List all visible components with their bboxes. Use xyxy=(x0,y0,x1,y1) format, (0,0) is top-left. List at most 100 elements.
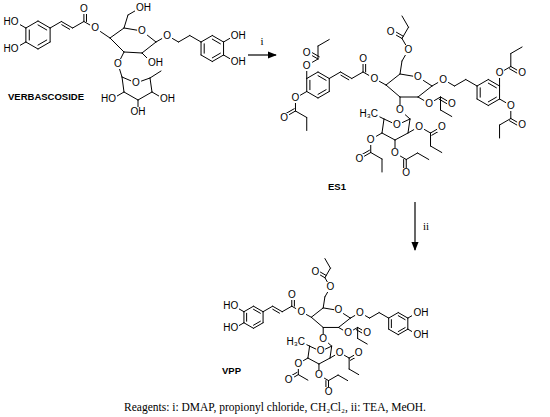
atom-label: O xyxy=(392,120,402,130)
chemical-bond xyxy=(341,72,352,79)
reagent-step-label: i xyxy=(259,36,264,47)
atom-label: HO xyxy=(222,323,239,333)
atom-label: O xyxy=(90,23,100,33)
chemical-bond xyxy=(398,329,408,335)
chemical-bond xyxy=(440,97,441,110)
chemical-bond xyxy=(307,72,318,79)
chemical-bond xyxy=(488,80,499,87)
chemical-bond xyxy=(488,83,496,88)
atom-label: O xyxy=(414,122,424,132)
chemical-bond xyxy=(25,28,26,42)
atom-label: OH xyxy=(159,94,176,104)
chemical-bond xyxy=(418,153,429,160)
atom-label: OH xyxy=(412,330,429,340)
chemical-bond xyxy=(371,153,382,160)
atom-label: O xyxy=(291,93,301,103)
chemical-bond xyxy=(379,313,389,319)
chemical-bond xyxy=(29,30,30,40)
chemical-bond xyxy=(325,268,331,278)
atom-label: H₃C xyxy=(286,337,307,347)
chemical-bond xyxy=(325,259,331,269)
chemical-bond xyxy=(50,28,51,42)
reagent-step-label: ii xyxy=(422,221,430,232)
chemical-bond xyxy=(73,22,84,29)
chemical-bond xyxy=(318,90,326,95)
chemical-bond xyxy=(38,25,47,30)
chemical-bond xyxy=(395,133,408,140)
chemical-bond xyxy=(318,72,329,79)
atom-label: O xyxy=(369,74,379,84)
atom-label: OH xyxy=(135,3,152,13)
chemical-bond xyxy=(477,99,488,106)
chemical-bond xyxy=(407,318,408,329)
atom-label: O xyxy=(296,307,306,317)
chemical-bond xyxy=(124,52,142,53)
chemical-bond xyxy=(341,75,349,80)
chemical-bond xyxy=(357,327,358,338)
chemical-bond xyxy=(389,329,399,335)
chemical-bond xyxy=(201,55,212,62)
chemical-bond xyxy=(308,346,310,358)
chemical-bond xyxy=(400,97,418,98)
chemical-bond xyxy=(311,317,323,327)
chemical-bond xyxy=(150,71,161,78)
chemical-bond xyxy=(370,313,380,319)
chemical-bond xyxy=(309,80,310,89)
atom-label: O xyxy=(318,334,328,344)
chemical-bond xyxy=(408,119,410,133)
chemical-bond xyxy=(480,88,481,97)
chemical-bond xyxy=(477,86,478,99)
chemical-bond xyxy=(329,375,339,381)
chemical-bond xyxy=(138,92,152,100)
compound: VPP xyxy=(212,252,440,398)
chemical-bond xyxy=(38,42,50,49)
atom-label: O xyxy=(334,305,344,315)
atom-label: O xyxy=(279,113,289,123)
chemical-bond xyxy=(201,36,212,43)
chemical-bond xyxy=(298,375,308,381)
chemical-bond xyxy=(430,133,431,146)
chemical-bond xyxy=(510,54,511,67)
chemical-bond xyxy=(308,358,319,364)
chemical-bond xyxy=(349,358,350,369)
atom-label: O xyxy=(137,26,147,36)
atom-label: O xyxy=(437,122,447,132)
chemical-bond xyxy=(306,118,307,131)
chemical-bond xyxy=(110,38,124,52)
chemical-bond xyxy=(318,40,329,47)
chemical-bond xyxy=(263,312,264,323)
chemical-bond xyxy=(323,297,325,308)
chemical-bond xyxy=(62,25,70,30)
atom-label: HO xyxy=(3,44,20,54)
chemical-bond xyxy=(212,39,220,44)
chemical-bond xyxy=(204,44,205,53)
chemical-bond xyxy=(388,318,389,329)
atom-label: O xyxy=(424,99,434,109)
atom-label: O xyxy=(413,72,423,82)
chemical-bond xyxy=(254,323,264,329)
chemical-bond xyxy=(402,27,409,38)
chemical-bond xyxy=(400,61,402,74)
chemical-bond xyxy=(243,312,244,323)
chemical-bond xyxy=(246,313,247,321)
compound: VERBASCOSIDE xyxy=(2,2,246,118)
compound-name: VERBASCOSIDE xyxy=(8,92,84,102)
chemical-bond xyxy=(329,72,340,79)
chemical-bond xyxy=(499,125,500,138)
atom-label: O xyxy=(326,282,336,292)
chemical-bond xyxy=(273,306,283,312)
chemical-bond xyxy=(190,36,201,43)
chemical-bond xyxy=(418,86,432,97)
atom-label: O xyxy=(447,99,457,109)
chemical-bond xyxy=(488,97,496,102)
chemical-bond xyxy=(201,42,202,55)
chemical-bond xyxy=(398,313,408,319)
atom-label: O xyxy=(354,348,364,358)
atom-label: O xyxy=(366,135,376,145)
chemical-bond xyxy=(142,42,156,53)
chemical-bond xyxy=(254,321,261,325)
chemical-bond xyxy=(307,92,318,99)
atom-label: O xyxy=(395,105,405,115)
